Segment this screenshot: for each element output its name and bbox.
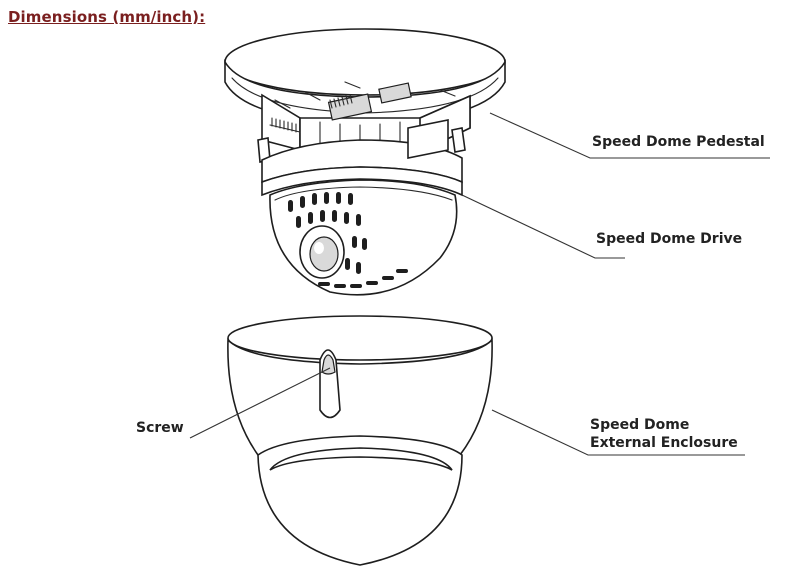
label-screw: Screw	[136, 420, 184, 436]
vent-slots	[288, 192, 408, 288]
label-speed-dome-pedestal: Speed Dome Pedestal	[592, 134, 765, 150]
callout-leaders	[189, 112, 770, 456]
speed-dome-drive-illustration	[261, 119, 463, 296]
connector-teeth	[271, 94, 353, 133]
label-enclosure-line1: Speed Dome	[590, 417, 689, 433]
label-speed-dome-drive: Speed Dome Drive	[596, 231, 742, 247]
speed-dome-enclosure-illustration	[227, 315, 493, 566]
label-enclosure-line2: External Enclosure	[590, 435, 738, 451]
page-heading: Dimensions (mm/inch):	[8, 8, 206, 26]
